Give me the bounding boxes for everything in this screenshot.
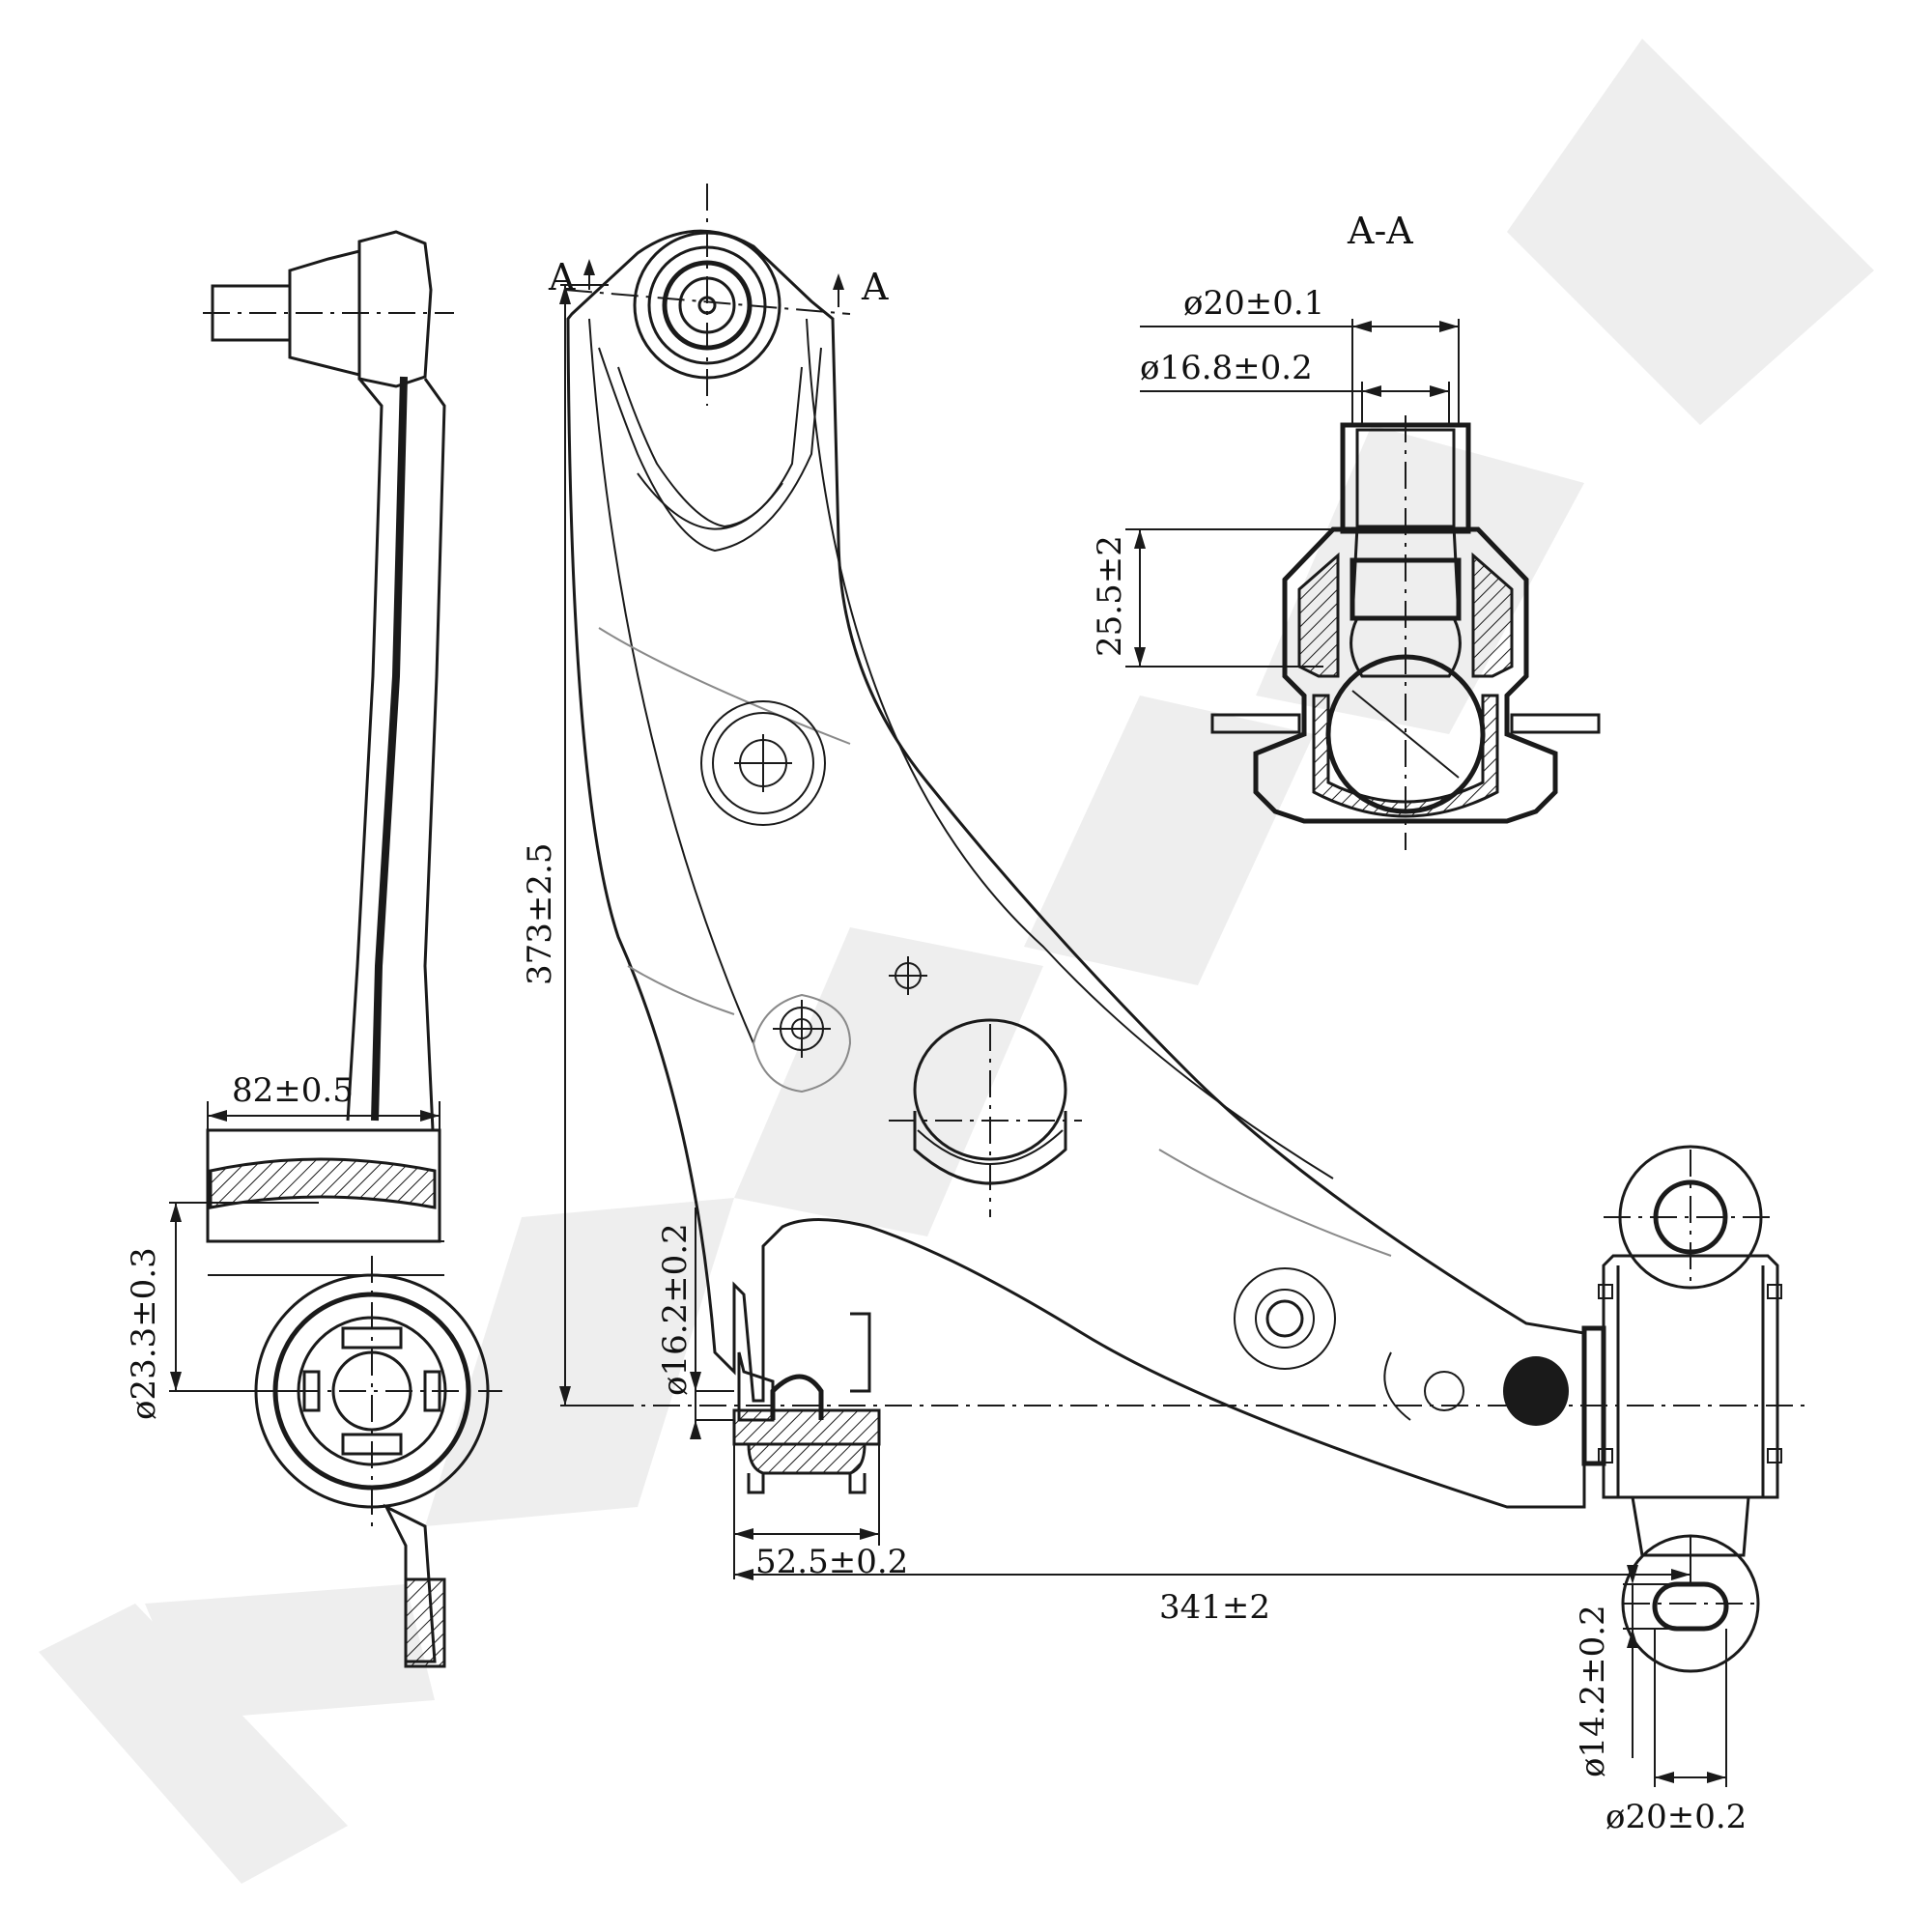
- dim-arm-height: 373±2.5: [521, 843, 559, 985]
- side-ball-housing: [357, 230, 433, 388]
- section-housing: [1253, 526, 1558, 824]
- front-bush-hatch-top: [732, 1408, 881, 1446]
- section-hatch-left: [1297, 552, 1340, 678]
- dim-arm-length: 341±2: [1159, 1588, 1270, 1627]
- dim-side-view-width: 82±0.5: [232, 1071, 354, 1110]
- dim-ball-stud-taper: ø16.8±0.2: [1140, 349, 1313, 387]
- section-view: A-A ø20±0.1 ø16.8±0.2: [1091, 210, 1601, 850]
- section-title: A-A: [1347, 210, 1413, 252]
- side-tab-hatch: [404, 1577, 446, 1668]
- arm-cylinder-top: [913, 1018, 1067, 1161]
- rear-mount-solid: [1503, 1356, 1569, 1426]
- dim-ball-stud-height: 25.5±2: [1091, 535, 1129, 657]
- brand-watermark-logo: [39, 39, 1874, 1884]
- dim-ball-stud-diameter: ø20±0.1: [1183, 284, 1324, 323]
- side-arm-edge-left: [346, 378, 384, 1122]
- dim-rear-bush-slot: ø14.2±0.2: [1574, 1605, 1612, 1777]
- arm-hole-lower-outer: [1234, 1267, 1336, 1370]
- dim-side-view-bush: ø23.3±0.3: [125, 1247, 163, 1420]
- side-view: 82±0.5 ø23.3±0.3: [125, 230, 502, 1668]
- arm-hole-upper-outer: [700, 700, 826, 826]
- dim-front-bush-inner: ø16.2±0.2: [656, 1223, 695, 1396]
- main-view: A A: [521, 184, 1806, 1836]
- section-marker-right: A: [861, 266, 889, 308]
- section-hatch-seat: [1312, 694, 1499, 818]
- side-arm-edge-right: [423, 378, 446, 1131]
- front-bush-hatch-bot: [747, 1442, 867, 1475]
- section-hatch-right: [1471, 552, 1514, 678]
- side-arm-edge-mid: [371, 376, 408, 1122]
- side-bush-hatch: [209, 1157, 437, 1209]
- dim-rear-bush-outer: ø20±0.2: [1605, 1798, 1747, 1836]
- section-marker-left: A: [548, 256, 576, 298]
- arm-outline: [566, 229, 1586, 1509]
- rear-bush-body: [1602, 1254, 1779, 1499]
